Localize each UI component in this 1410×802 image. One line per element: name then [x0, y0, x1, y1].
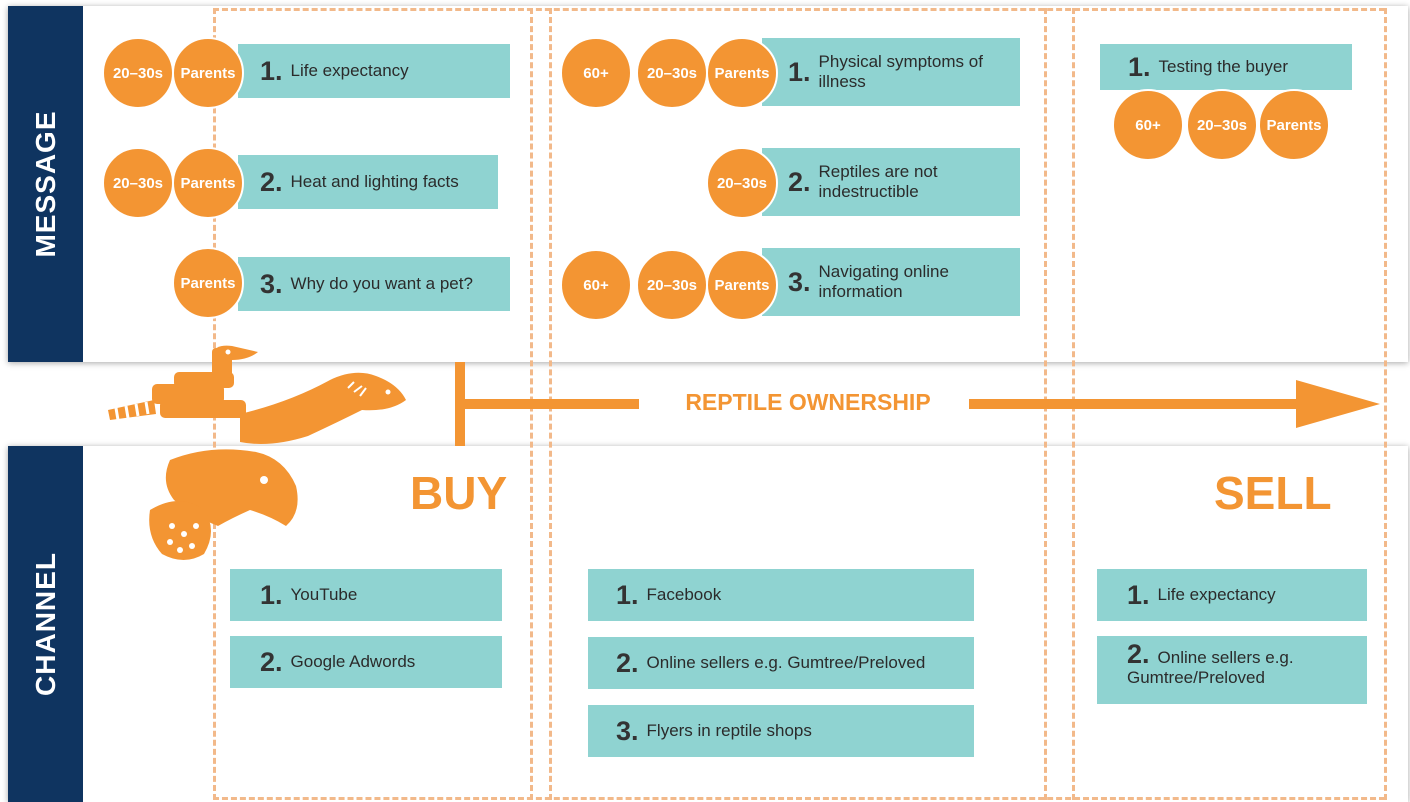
message-sidebar: MESSAGE — [8, 6, 83, 362]
audience-badge: 20–30s — [102, 147, 174, 219]
audience-badge: 20–30s — [1186, 89, 1258, 161]
channel-buy-item-2: 2.Google Adwords — [230, 636, 502, 688]
audience-badge: 60+ — [560, 249, 632, 321]
channel-heading: CHANNEL — [29, 552, 61, 696]
message-buy-item-3: 3.Why do you want a pet? — [238, 257, 510, 311]
channel-sell-item-2: 2.Online sellers e.g. Gumtree/Preloved — [1097, 636, 1367, 704]
audience-badge: 20–30s — [636, 37, 708, 109]
channel-own-item-2: 2.Online sellers e.g. Gumtree/Preloved — [588, 637, 974, 689]
audience-badge: 60+ — [1112, 89, 1184, 161]
timeline-label: REPTILE OWNERSHIP — [685, 389, 931, 415]
message-heading: MESSAGE — [29, 110, 61, 258]
channel-sell-item-1: 1.Life expectancy — [1097, 569, 1367, 621]
audience-badge: 20–30s — [706, 147, 778, 219]
message-own-item-2: 2.Reptiles are not indestructible — [762, 148, 1020, 216]
audience-badge: 20–30s — [102, 37, 174, 109]
timeline-line-right — [969, 399, 1299, 409]
channel-sidebar: CHANNEL — [8, 446, 83, 802]
audience-badge: Parents — [172, 147, 244, 219]
message-buy-item-1: 1.Life expectancy — [238, 44, 510, 98]
timeline-line-left — [455, 399, 639, 409]
channel-own-item-1: 1.Facebook — [588, 569, 974, 621]
bottom-border — [213, 797, 1385, 800]
buy-stage-heading: BUY — [410, 467, 508, 519]
timeline-arrowhead-icon — [1296, 380, 1380, 428]
audience-badge: Parents — [706, 37, 778, 109]
message-own-item-1: 1.Physical symptoms of illness — [762, 38, 1020, 106]
audience-badge: Parents — [172, 37, 244, 109]
top-border — [213, 8, 1385, 11]
audience-badge: 20–30s — [636, 249, 708, 321]
message-buy-item-2: 2.Heat and lighting facts — [238, 155, 498, 209]
reptiles-illustration-icon — [108, 345, 406, 560]
sell-stage-heading: SELL — [1214, 467, 1332, 519]
message-sell-item-1: 1.Testing the buyer — [1100, 44, 1352, 90]
audience-badge: Parents — [1258, 89, 1330, 161]
column-divider — [1384, 8, 1387, 800]
channel-own-item-3: 3.Flyers in reptile shops — [588, 705, 974, 757]
audience-badge: Parents — [706, 249, 778, 321]
message-own-item-3: 3.Navigating online information — [762, 248, 1020, 316]
audience-badge: 60+ — [560, 37, 632, 109]
audience-badge: Parents — [172, 247, 244, 319]
channel-buy-item-1: 1.YouTube — [230, 569, 502, 621]
